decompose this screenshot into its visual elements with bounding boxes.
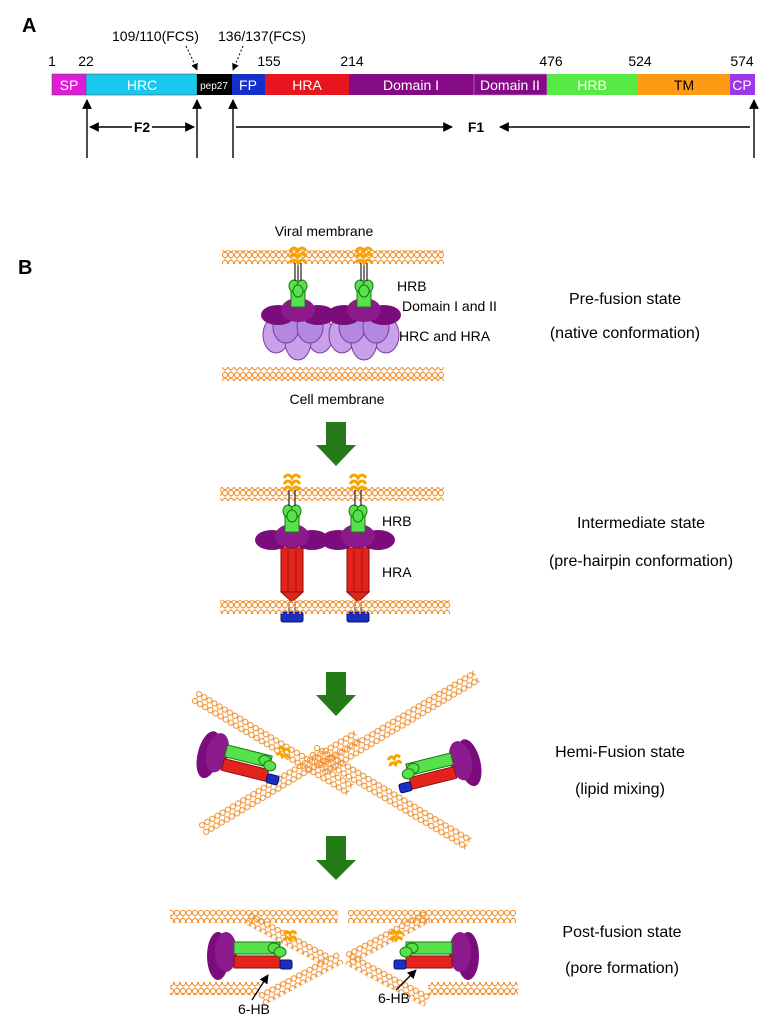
domain-tm-label: TM [674,77,694,93]
label-hrb-2: HRB [382,513,412,529]
position-22: 22 [78,53,94,69]
prefusion-spike-right [325,246,403,362]
transition-arrow-3 [316,836,356,880]
state-3-sub: (lipid mixing) [575,781,665,798]
hemi-membrane-upper-right [317,670,481,777]
viral-membrane-label: Viral membrane [275,223,374,239]
domain-fp-label: FP [239,77,257,93]
fragment-arrows [82,99,759,158]
state-4-name: Post-fusion state [562,924,681,941]
post-membrane-wedge-left-bottom [258,951,344,1006]
cell-membrane-1 [222,367,444,381]
position-524: 524 [628,53,652,69]
domain-sp-label: SP [60,77,79,93]
position-214: 214 [340,53,364,69]
cleavage-site-2: 136/137(FCS) [218,28,306,44]
transition-arrow-1 [316,422,356,466]
state-4-sub: (pore formation) [565,960,679,977]
label-hrc-hra: HRC and HRA [399,328,491,344]
viral-membrane-2 [220,487,444,501]
label-hrb-1: HRB [397,278,427,294]
position-476: 476 [539,53,563,69]
hemifusion-spike-right [386,734,488,807]
domain-cp-label: CP [732,77,751,93]
post-membrane-wedge-right-bottom [344,953,431,1007]
position-labels: 1 22 155 214 476 524 574 [48,53,754,69]
domain-ii-label: Domain II [480,77,540,93]
label-hra-2: HRA [382,564,412,580]
hemifusion-membranes [190,670,481,850]
cell-membrane-2 [220,600,450,614]
hemi-membrane-lower-right [308,744,473,850]
transition-arrow-2 [316,672,356,716]
domain-hra-label: HRA [292,77,322,93]
label-6hb-right: 6-HB [378,990,410,1006]
f1-label: F1 [468,119,485,135]
domain-bar: SP HRC pep27 FP HRA Domain I Domain II H… [51,73,755,96]
position-155: 155 [257,53,281,69]
post-membrane-bottom-right [428,982,518,995]
cleavage-arrow-2 [232,45,244,71]
viral-membrane-1 [222,250,444,264]
cleavage-arrow-1 [185,45,198,71]
post-membrane-top-right [348,910,516,923]
label-6hb-left: 6-HB [238,1001,270,1017]
domain-hra [265,74,349,95]
state-2-sub: (pre-hairpin conformation) [549,553,733,570]
position-1: 1 [48,53,56,69]
position-574: 574 [730,53,754,69]
postfusion-spike-right [388,930,481,982]
cleavage-site-1: 109/110(FCS) [112,28,199,44]
state-1-name: Pre-fusion state [569,291,681,308]
domain-i [349,74,474,95]
domain-cp [730,74,755,95]
postfusion-membranes [170,910,518,1007]
domain-fp [232,74,265,95]
panel-b-letter: B [18,257,32,279]
domain-hrc-label: HRC [127,77,157,93]
prefusion-spike-left [259,246,337,362]
domain-pep27 [197,74,232,95]
panel-a-letter: A [22,15,36,37]
domain-hrb-label: HRB [577,77,607,93]
domain-hrb [547,74,638,95]
6hb-arrow-left [251,974,269,1001]
f2-label: F2 [134,119,151,135]
domain-i-label: Domain I [383,77,439,93]
label-domain-i-ii: Domain I and II [402,298,497,314]
state-1-sub: (native conformation) [550,325,700,342]
post-membrane-wedge-right-top [345,910,431,965]
post-membrane-bottom-left [170,982,260,995]
6hb-arrow-right [395,969,417,991]
state-2-name: Intermediate state [577,515,705,532]
state-3-name: Hemi-Fusion state [555,744,685,761]
cell-membrane-label: Cell membrane [290,391,385,407]
domain-pep27-label: pep27 [200,81,228,92]
domain-tm [638,74,730,95]
